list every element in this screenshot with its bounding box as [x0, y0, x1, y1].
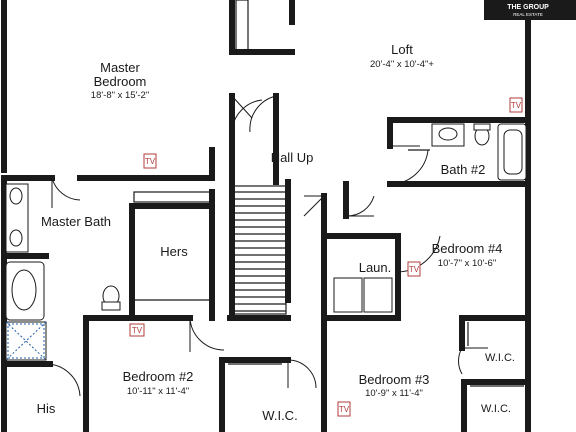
closet-shelves: [133, 0, 524, 387]
room-name: Bedroom #2: [123, 369, 194, 384]
tv-outlets: TV TV TV TV TV: [129, 97, 523, 417]
room-dimensions: 20'-4" x 10'-4"+: [370, 59, 434, 70]
staircase: [233, 185, 287, 315]
room-name: Bedroom #4: [432, 241, 503, 256]
room-labels: Master Bedroom 18'-8" x 15'-2" Loft 20'-…: [37, 42, 515, 423]
room-name: Bedroom: [94, 74, 147, 89]
room-name: Master: [100, 60, 140, 75]
room-name: Master Bath: [41, 214, 111, 229]
room-dimensions: 18'-8" x 15'-2": [91, 90, 149, 101]
tv-outlet-label: TV: [339, 405, 350, 414]
tv-outlet-label: TV: [132, 326, 143, 335]
tv-outlet-label: TV: [145, 157, 156, 166]
room-name: W.I.C.: [481, 403, 511, 415]
dryer-icon: [363, 277, 393, 313]
room-dimensions: 10'-9" x 11'-4": [365, 388, 423, 399]
door-swings: [45, 95, 488, 397]
tv-outlet-label: TV: [511, 101, 522, 110]
room-name: W.I.C.: [262, 408, 297, 423]
laundry-fixtures: [333, 277, 393, 313]
bath2-fixtures: [431, 123, 527, 181]
room-name: Hall Up: [271, 150, 314, 165]
brand-logo: THE GROUP REAL ESTATE: [484, 0, 576, 20]
room-dimensions: 10'-7" x 10'-6": [438, 258, 496, 269]
room-name: Bath #2: [441, 162, 486, 177]
sink-icon: [9, 187, 23, 205]
room-name: Hers: [160, 244, 188, 259]
logo-text: REAL ESTATE: [513, 12, 543, 17]
washer-icon: [333, 277, 363, 313]
room-name: Bedroom #3: [359, 372, 430, 387]
room-name: W.I.C.: [485, 352, 515, 364]
logo-text: THE GROUP: [507, 4, 549, 11]
tv-outlet-label: TV: [409, 265, 420, 274]
room-name: Laun.: [359, 260, 392, 275]
walls: [1, 0, 531, 432]
room-name: Loft: [391, 42, 413, 57]
room-dimensions: 10'-11" x 11'-4": [127, 386, 189, 397]
room-name: His: [37, 401, 56, 416]
master-bath-fixtures: [5, 183, 121, 361]
sink-icon: [9, 229, 23, 247]
